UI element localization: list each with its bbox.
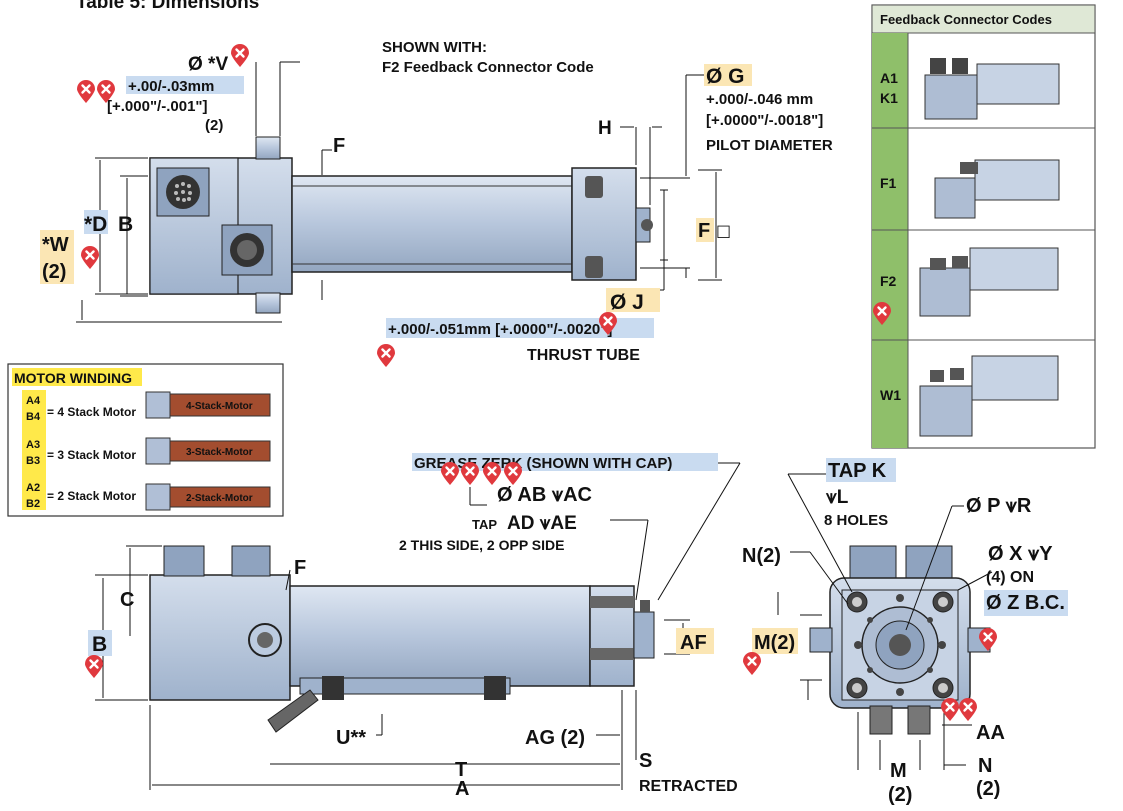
- shown-with-2: F2 Feedback Connector Code: [382, 59, 594, 76]
- code-a3: A3: [26, 439, 40, 451]
- l-label: ⩛L: [825, 487, 849, 508]
- error-marker-icon: [482, 462, 502, 486]
- f-square-label: F: [698, 220, 710, 242]
- dia-j-label: Ø J: [610, 291, 644, 314]
- error-marker-icon: [76, 80, 96, 104]
- dia-v-label: Ø *V: [188, 54, 228, 75]
- feedback-panel-header: Feedback Connector Codes: [880, 12, 1052, 27]
- error-marker-icon: [440, 462, 460, 486]
- n-qty: (2): [976, 778, 1000, 800]
- front-block: [571, 167, 637, 281]
- grease-zerk-label: GREASE ZERK (SHOWN WITH CAP): [414, 455, 672, 472]
- motor-2-label: 2-Stack-Motor: [186, 493, 253, 504]
- h-label: H: [598, 118, 612, 139]
- sides-label: 2 THIS SIDE, 2 OPP SIDE: [399, 537, 564, 553]
- error-marker-icon: [742, 652, 762, 676]
- m-label: M: [890, 760, 907, 782]
- side-actuator-tube: [289, 585, 591, 687]
- code-b3: B3: [26, 455, 40, 467]
- end-view: TAP K ⩛L 8 HOLES Ø P ⩛R Ø X ⩛Y (4) ON Ø …: [742, 458, 1068, 806]
- top-view: Ø *V +.00/-.03mm [+.000"/-.001"] (2) F S…: [40, 39, 833, 364]
- code-k1: K1: [880, 90, 898, 106]
- tap-k-label: TAP K: [828, 460, 887, 482]
- f-label-top: F: [333, 135, 345, 157]
- code-a2: A2: [26, 482, 40, 494]
- b-label-top: B: [118, 213, 133, 236]
- c-label: C: [120, 589, 134, 611]
- motor-thumb-w1: [919, 355, 1059, 437]
- p-r-label: Ø P ⩛R: [966, 495, 1032, 517]
- motor-thumb-f2: [919, 247, 1059, 317]
- aa-label: AA: [976, 722, 1005, 744]
- af-label: AF: [680, 632, 707, 654]
- x-y-label: Ø X ⩛Y: [988, 543, 1053, 565]
- error-marker-icon: [84, 655, 104, 679]
- ab-ac-label: Ø AB ⩛AC: [497, 484, 592, 506]
- n2-label: N(2): [742, 545, 781, 567]
- tap-prefix: TAP: [472, 517, 497, 532]
- j-tolerance: +.000/-.051mm [+.0000"/-.0020"]: [388, 321, 612, 338]
- w-qty: (2): [42, 261, 66, 283]
- grease-zerk: [640, 600, 650, 612]
- pilot-diameter: PILOT DIAMETER: [706, 137, 833, 154]
- code-w1: W1: [880, 387, 901, 403]
- v-tolerance-mm: +.00/-.03mm: [128, 78, 214, 95]
- a-label: A: [455, 778, 469, 800]
- motor-winding-panel: MOTOR WINDING A4 B4 = 4 Stack Motor 4-St…: [7, 363, 284, 517]
- code-b2: B2: [26, 498, 40, 510]
- v-tolerance-in: [+.000"/-.001"]: [107, 98, 208, 115]
- code-f2: F2: [880, 273, 897, 289]
- f-label-side: F: [294, 557, 306, 579]
- stack-4-text: = 4 Stack Motor: [47, 405, 136, 419]
- g-tolerance-mm: +.000/-.046 mm: [706, 91, 813, 108]
- code-f1: F1: [880, 175, 897, 191]
- on-label: (4) ON: [986, 569, 1034, 586]
- z-bc-label: Ø Z B.C.: [986, 592, 1065, 614]
- motor-winding-header: MOTOR WINDING: [14, 370, 132, 386]
- thrust-tube: THRUST TUBE: [527, 347, 640, 364]
- m2-label: M(2): [754, 632, 795, 654]
- error-marker-icon: [376, 344, 396, 368]
- holes-label: 8 HOLES: [824, 512, 888, 529]
- motor-thumb-a1: [924, 58, 1060, 120]
- dia-g-label: Ø G: [706, 65, 745, 88]
- motor-thumb-f1: [934, 159, 1060, 219]
- shown-with-1: SHOWN WITH:: [382, 39, 487, 56]
- s-label: S: [639, 750, 652, 772]
- t-label: T: [455, 759, 467, 781]
- motor-4-label: 4-Stack-Motor: [186, 401, 253, 412]
- page-title: Table 5: Dimensions: [76, 0, 259, 13]
- retracted-label: RETRACTED: [639, 778, 738, 795]
- ag-label: AG (2): [525, 727, 585, 749]
- g-tolerance-in: [+.0000"/-.0018"]: [706, 112, 823, 129]
- error-marker-icon: [80, 246, 100, 270]
- w-label: *W: [42, 234, 69, 256]
- feedback-connector-panel: Feedback Connector Codes A1 K1 F1 F2 W1: [871, 4, 1096, 449]
- error-marker-icon: [958, 698, 978, 722]
- n-label: N: [978, 755, 992, 777]
- square-symbol: □: [716, 221, 731, 240]
- code-b4: B4: [26, 411, 41, 423]
- v-qty: (2): [205, 117, 223, 134]
- error-marker-icon: [230, 44, 250, 68]
- error-marker-icon: [503, 462, 523, 486]
- stack-3-text: = 3 Stack Motor: [47, 448, 136, 462]
- u-label: U**: [336, 727, 366, 749]
- error-marker-icon: [460, 462, 480, 486]
- actuator-tube: [291, 175, 573, 273]
- b-label-side: B: [92, 633, 107, 656]
- motor-3-label: 3-Stack-Motor: [186, 447, 253, 458]
- m-qty: (2): [888, 784, 912, 806]
- code-a1: A1: [880, 70, 898, 86]
- stack-2-text: = 2 Stack Motor: [47, 489, 136, 503]
- ad-ae-label: AD ⩛AE: [507, 513, 577, 534]
- cable-gland: [267, 689, 319, 733]
- code-a4: A4: [26, 395, 41, 407]
- d-label: *D: [84, 213, 107, 236]
